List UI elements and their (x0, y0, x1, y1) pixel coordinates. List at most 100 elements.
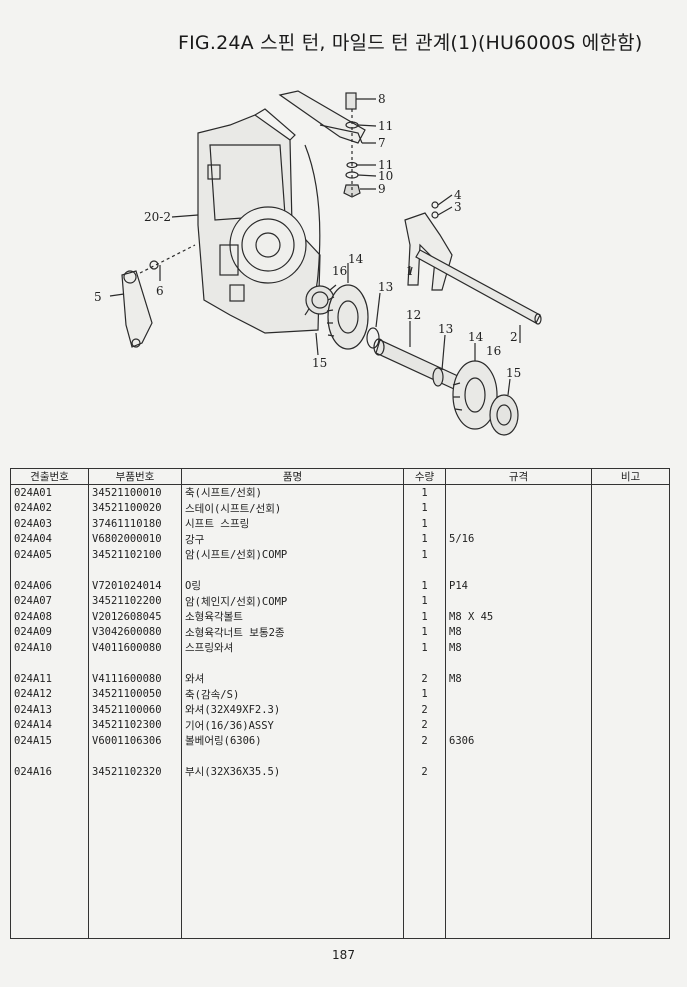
remarks (591, 640, 670, 656)
spec (445, 593, 592, 609)
header-index-no: 견출번호 (10, 468, 89, 485)
quantity: 2 (403, 717, 446, 733)
callout-7: 7 (378, 136, 386, 150)
part-name: 부시(32X36X35.5) (181, 764, 404, 780)
quantity: 2 (403, 733, 446, 749)
part-name: 와셔 (181, 671, 404, 687)
remarks (591, 516, 670, 532)
table-row: 024A07 34521102200 암(체인지/선회)COMP 1 (10, 593, 670, 609)
table-row: 024A15 V6001106306 볼베어링(6306) 2 6306 (10, 733, 670, 749)
quantity: 1 (403, 686, 446, 702)
remarks (591, 717, 670, 733)
spec: 6306 (445, 733, 592, 749)
part-no: V4111600080 (88, 671, 182, 687)
part-no: V2012608045 (88, 609, 182, 625)
table-row: 024A13 34521100060 와셔(32X49XF2.3) 2 (10, 702, 670, 718)
quantity: 1 (403, 547, 446, 563)
quantity: 2 (403, 671, 446, 687)
index-no: 024A14 (10, 717, 89, 733)
remarks (591, 547, 670, 563)
header-quantity: 수량 (403, 468, 446, 485)
part-name: 시프트 스프링 (181, 516, 404, 532)
remarks (591, 593, 670, 609)
spec: 5/16 (445, 531, 592, 547)
part-no: 34521100010 (88, 484, 182, 501)
callout-11a: 11 (378, 119, 393, 133)
part-no: V4011600080 (88, 640, 182, 656)
exploded-parts-diagram: 8 11 7 11 10 9 4 3 20-2 5 6 16 14 13 1 1… (94, 90, 542, 436)
quantity: 1 (403, 484, 446, 501)
index-no: 024A04 (10, 531, 89, 547)
quantity: 1 (403, 609, 446, 625)
index-no: 024A01 (10, 484, 89, 501)
spec: M8 (445, 624, 592, 640)
part-name: 암(체인지/선회)COMP (181, 593, 404, 609)
index-no: 024A03 (10, 516, 89, 532)
spec (445, 686, 592, 702)
part-name: 축(시프트/선회) (181, 484, 404, 501)
spec (445, 547, 592, 563)
callout-16a: 16 (332, 264, 347, 278)
callout-8: 8 (378, 92, 386, 106)
callout-15a: 15 (312, 356, 327, 370)
index-no: 024A16 (10, 764, 89, 780)
table-row: 024A01 34521100010 축(시프트/선회) 1 (10, 484, 670, 501)
index-no: 024A10 (10, 640, 89, 656)
spec (445, 500, 592, 516)
page-number: 187 (332, 948, 355, 962)
callout-11b: 11 (378, 158, 393, 172)
quantity: 1 (403, 516, 446, 532)
part-name: 축(감속/S) (181, 686, 404, 702)
part-no: 34521102300 (88, 717, 182, 733)
part-name: 소형육각볼트 (181, 609, 404, 625)
index-no: 024A12 (10, 686, 89, 702)
remarks (591, 702, 670, 718)
part-no: 34521102320 (88, 764, 182, 780)
table-row: 024A05 34521102100 암(시프트/선회)COMP 1 (10, 547, 670, 563)
callout-14b: 14 (468, 330, 484, 344)
quantity: 2 (403, 764, 446, 780)
part-name: O링 (181, 578, 404, 594)
callout-16b: 16 (486, 344, 501, 358)
callout-20-2: 20-2 (144, 210, 171, 224)
remarks (591, 500, 670, 516)
remarks (591, 578, 670, 594)
callout-2: 2 (510, 330, 518, 344)
spec: P14 (445, 578, 592, 594)
remarks (591, 624, 670, 640)
callout-14a: 14 (348, 252, 364, 266)
remarks (591, 609, 670, 625)
table-row: 024A09 V3042600080 소형육각너트 보통2종 1 M8 (10, 624, 670, 640)
part-no: V7201024014 (88, 578, 182, 594)
header-remarks: 비고 (591, 468, 670, 485)
header-part-name: 품명 (181, 468, 404, 485)
quantity: 1 (403, 640, 446, 656)
table-row: 024A02 34521100020 스테이(시프트/선회) 1 (10, 500, 670, 516)
index-no: 024A02 (10, 500, 89, 516)
table-row: 024A06 V7201024014 O링 1 P14 (10, 578, 670, 594)
spec (445, 717, 592, 733)
callout-9: 9 (378, 182, 386, 196)
table-header-row: 견출번호 부품번호 품명 수량 규격 비고 (10, 468, 670, 485)
spec: M8 X 45 (445, 609, 592, 625)
callout-1: 1 (406, 264, 414, 278)
remarks (591, 764, 670, 780)
spec (445, 764, 592, 780)
table-spacer-row (10, 748, 670, 764)
quantity: 1 (403, 500, 446, 516)
table-spacer-row (10, 562, 670, 578)
quantity: 1 (403, 578, 446, 594)
part-no: 34521100050 (88, 686, 182, 702)
spec: M8 (445, 640, 592, 656)
table-spacer-row (10, 655, 670, 671)
index-no: 024A07 (10, 593, 89, 609)
part-no: 34521102200 (88, 593, 182, 609)
spec: M8 (445, 671, 592, 687)
remarks (591, 733, 670, 749)
callout-12: 12 (406, 308, 421, 322)
part-no: V6001106306 (88, 733, 182, 749)
part-name: 볼베어링(6306) (181, 733, 404, 749)
part-no: 34521100020 (88, 500, 182, 516)
part-name: 기어(16/36)ASSY (181, 717, 404, 733)
part-no: 34521102100 (88, 547, 182, 563)
